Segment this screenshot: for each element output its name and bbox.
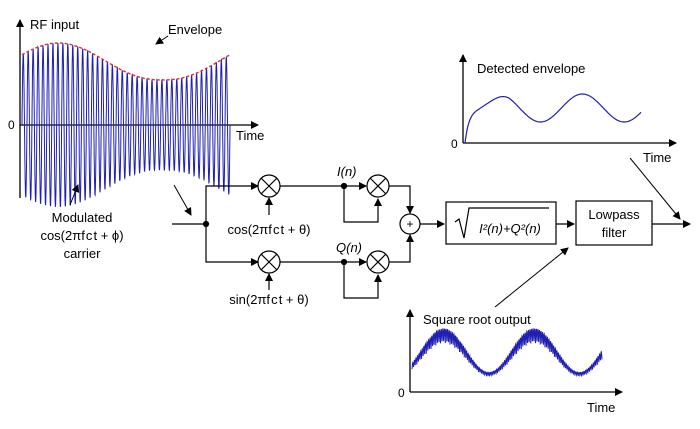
- sqrt-radical: [454, 207, 549, 239]
- sin-oscillator-label: sin(2πf c t + θ): [229, 292, 308, 307]
- q-signal-label: Q(n): [336, 240, 362, 255]
- mixer-q: [257, 250, 281, 274]
- sq-time-label: Time: [587, 400, 615, 415]
- cos-oscillator-label: cos(2πf c t + θ): [227, 222, 310, 237]
- square-root-pointer: [494, 247, 569, 308]
- rf-carrier-waveform: [21, 43, 231, 207]
- input-to-mixer-i: [205, 182, 259, 224]
- detected-envelope-curve: [464, 93, 642, 144]
- squarer-q: [366, 250, 390, 274]
- i-squarer-feed: [343, 186, 382, 223]
- detected-envelope-plot: Detected envelope 0 Time: [451, 54, 677, 165]
- square-root-output-plot: Square root output 0 Time: [398, 309, 623, 415]
- q-squarer-feed: [343, 262, 382, 299]
- det-plot-title: Detected envelope: [477, 61, 585, 76]
- square-root-waveform: [411, 328, 603, 378]
- lowpass-label-line-2: filter: [602, 225, 627, 240]
- carrier-pointer: [69, 184, 80, 206]
- detected-envelope-pointer: [629, 157, 681, 220]
- sqrt-block: [445, 201, 557, 245]
- carrier-note: Modulated cos(2πf c t + ϕ) carrier: [40, 184, 124, 261]
- i-signal-label: I(n): [337, 164, 357, 179]
- input-to-mixer-q: [205, 224, 259, 266]
- envelope-pointer: [155, 35, 169, 45]
- squarer-q-to-sum: [389, 234, 414, 263]
- rf-zero-label: 0: [8, 118, 15, 132]
- rf-envelope-curve: [21, 42, 231, 81]
- rf-input-plot: RF input Envelope 0 Time: [8, 17, 264, 207]
- carrier-line-2: cos(2πf c t + ϕ): [40, 228, 123, 243]
- lowpass-label-line-1: Lowpass: [588, 207, 640, 222]
- sq-plot-title: Square root output: [423, 312, 531, 327]
- block-labels: cos(2πf c t + θ) sin(2πf c t + θ) I(n) Q…: [227, 164, 640, 307]
- lowpass-block: [575, 200, 653, 246]
- mixer-i: [257, 174, 281, 198]
- block-diagram: [172, 157, 691, 308]
- rf-to-input-pointer: [173, 184, 192, 216]
- carrier-line-3: carrier: [64, 246, 102, 261]
- sq-zero-label: 0: [398, 386, 405, 400]
- det-time-label: Time: [643, 150, 671, 165]
- sqrt-formula: I²(n)+Q²(n): [479, 221, 541, 236]
- squarer-i: [366, 174, 390, 198]
- summer-symbol: +: [406, 217, 413, 231]
- det-zero-label: 0: [451, 137, 458, 151]
- rf-plot-title: RF input: [30, 17, 80, 32]
- envelope-label: Envelope: [168, 22, 222, 37]
- rf-time-label: Time: [236, 128, 264, 143]
- carrier-line-1: Modulated: [52, 210, 113, 225]
- squarer-i-to-sum: [389, 185, 414, 214]
